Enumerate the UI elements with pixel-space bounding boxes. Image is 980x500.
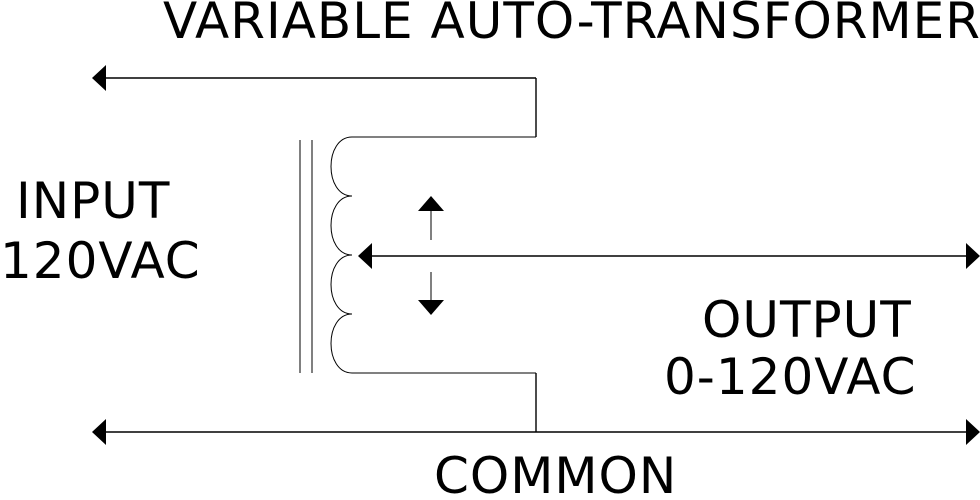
adjust-indicator <box>418 196 444 315</box>
transformer-coil <box>330 136 353 374</box>
common-wire <box>92 419 980 445</box>
input-voltage-label: 120VAC <box>0 232 201 290</box>
coil-bottom-lead <box>352 372 537 432</box>
output-arrow-icon <box>966 243 980 269</box>
adjust-up-arrow-icon <box>418 196 444 211</box>
output-label: OUTPUT <box>702 291 912 349</box>
transformer-core <box>299 140 313 373</box>
adjust-down-arrow-icon <box>418 300 444 315</box>
output-voltage-label: 0-120VAC <box>664 348 917 406</box>
common-left-arrow-icon <box>92 419 106 445</box>
wiper-arrow-icon <box>358 243 372 269</box>
input-top-wire <box>92 65 537 138</box>
input-label: INPUT <box>16 172 170 230</box>
common-label: COMMON <box>434 447 677 500</box>
input-top-arrow-icon <box>92 65 106 91</box>
diagram-title: VARIABLE AUTO-TRANSFORMER <box>163 0 980 50</box>
common-right-arrow-icon <box>966 419 980 445</box>
wiper-tap <box>358 243 980 269</box>
